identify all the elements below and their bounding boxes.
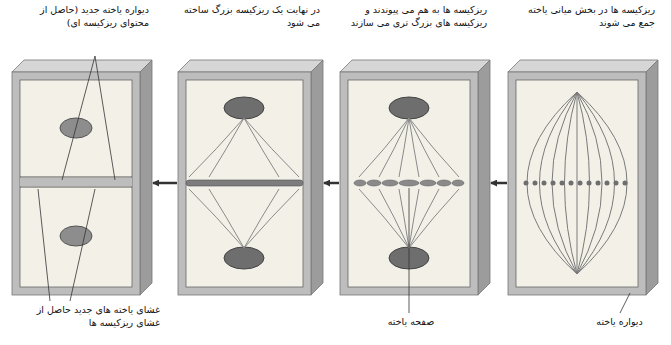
structure-label: غشای یاخته های جدید حاصل از غشای ریزکیسه…	[8, 304, 162, 330]
stage-panel: ریزکیسه ها در بخش میانی یاخته جمع می شون…	[508, 2, 658, 295]
structure-label: صفحه یاخته	[364, 316, 458, 329]
stage-caption: در نهایت یک ریزکیسه بزرگ ساخته می شود	[178, 2, 323, 32]
cell-panel	[508, 60, 658, 295]
stage-panel: در نهایت یک ریزکیسه بزرگ ساخته می شود	[178, 2, 323, 295]
cell-panel	[178, 60, 323, 295]
stage-panel: ریزکیسه ها به هم می پیوندند و ریزکیسه ها…	[340, 2, 490, 295]
step-arrow	[491, 182, 507, 185]
stage-panel: دیواره یاخته جدید (حاصل از محتوای ریزکیس…	[12, 2, 152, 295]
stage-caption: دیواره یاخته جدید (حاصل از محتوای ریزکیس…	[12, 2, 152, 32]
step-arrow	[153, 182, 177, 185]
leader-lines	[38, 56, 630, 313]
stage-caption: ریزکیسه ها به هم می پیوندند و ریزکیسه ها…	[340, 2, 490, 32]
cell-panel	[340, 60, 490, 295]
cell-panel	[12, 60, 152, 295]
step-arrow	[324, 182, 339, 185]
stage-caption: ریزکیسه ها در بخش میانی یاخته جمع می شون…	[508, 2, 658, 32]
structure-label: دیواره یاخته	[575, 316, 664, 329]
